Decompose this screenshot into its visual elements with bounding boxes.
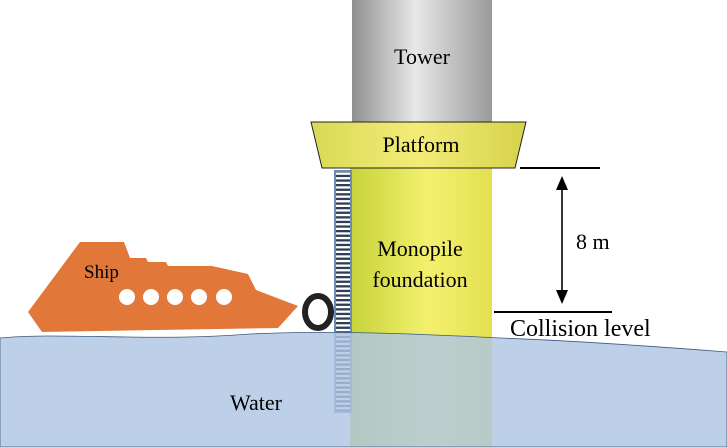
ship-windows xyxy=(119,289,232,305)
tower xyxy=(352,0,492,126)
platform-label: Platform xyxy=(383,132,460,157)
collision-level-label: Collision level xyxy=(510,316,651,342)
platform xyxy=(310,121,527,169)
fender-ring-icon xyxy=(302,293,334,331)
distance-label: 8 m xyxy=(576,229,610,254)
ship-label: Ship xyxy=(84,262,119,283)
dimension-arrow-icon xyxy=(494,167,612,313)
water xyxy=(0,331,727,447)
ship-icon xyxy=(28,242,298,332)
tower-label: Tower xyxy=(394,44,451,69)
monopile-label-line1: Monopile xyxy=(377,236,463,261)
water-label: Water xyxy=(230,390,283,415)
monopile-label-line2: foundation xyxy=(372,267,467,292)
